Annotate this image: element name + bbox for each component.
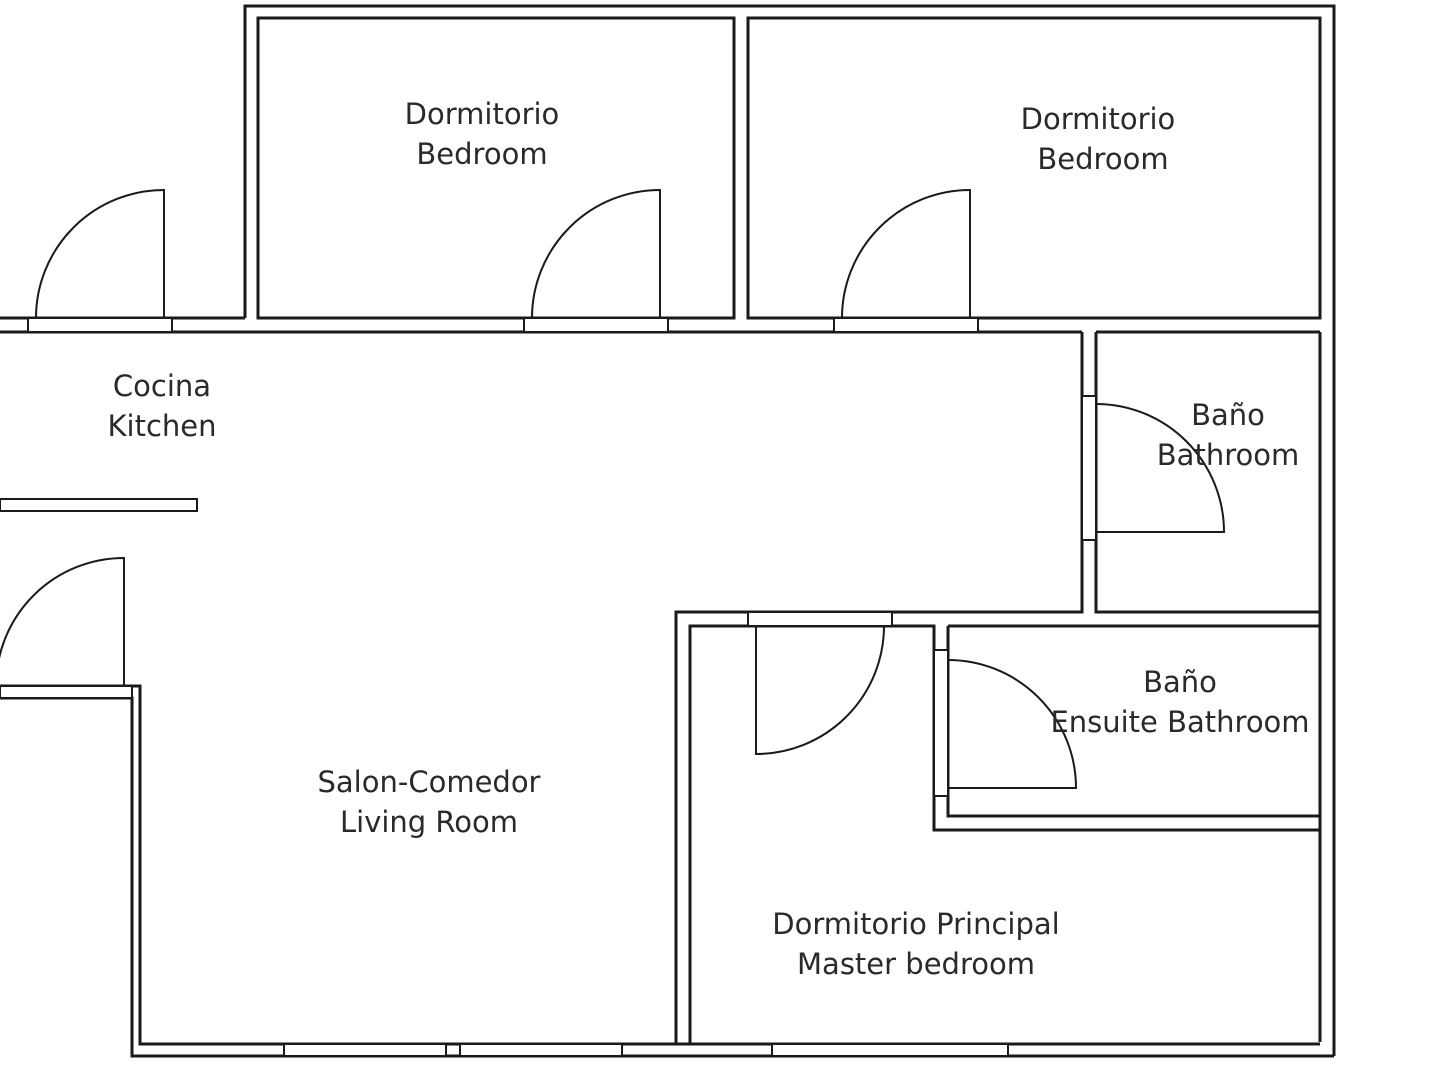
kitchen-label-en: Kitchen xyxy=(108,409,217,443)
room-labels: Dormitorio Bedroom Dormitorio Bedroom Co… xyxy=(108,97,1310,981)
bedroom-1-door-swing xyxy=(531,188,661,319)
bedroom-1-label-es: Dormitorio xyxy=(405,97,560,131)
entrance-door-swing xyxy=(0,556,125,686)
bathroom-label-en: Bathroom xyxy=(1157,438,1299,472)
bedroom-2-door-swing xyxy=(841,188,971,319)
ensuite-door-swing xyxy=(947,659,1078,789)
master-door-swing xyxy=(755,625,885,756)
bedroom-1-label-en: Bedroom xyxy=(416,137,547,171)
ensuite-label-es: Baño xyxy=(1143,665,1217,699)
kitchen-label-es: Cocina xyxy=(113,369,211,403)
living-label-en: Living Room xyxy=(340,805,518,839)
kitchen-partition xyxy=(0,498,198,512)
door-openings xyxy=(0,317,1097,797)
bathroom-door-swing xyxy=(1095,403,1226,533)
master-label-es: Dormitorio Principal xyxy=(772,907,1059,941)
door-swings xyxy=(0,188,1226,789)
living-label-es: Salon-Comedor xyxy=(318,765,541,799)
kitchen-door-swing xyxy=(35,188,165,319)
windows xyxy=(283,1043,1009,1057)
bedroom-2-label-es: Dormitorio xyxy=(1021,102,1176,136)
ensuite-label-en: Ensuite Bathroom xyxy=(1050,705,1309,739)
bedroom-2-label-en: Bedroom xyxy=(1037,142,1168,176)
master-label-en: Master bedroom xyxy=(797,947,1035,981)
bathroom-label-es: Baño xyxy=(1191,398,1265,432)
